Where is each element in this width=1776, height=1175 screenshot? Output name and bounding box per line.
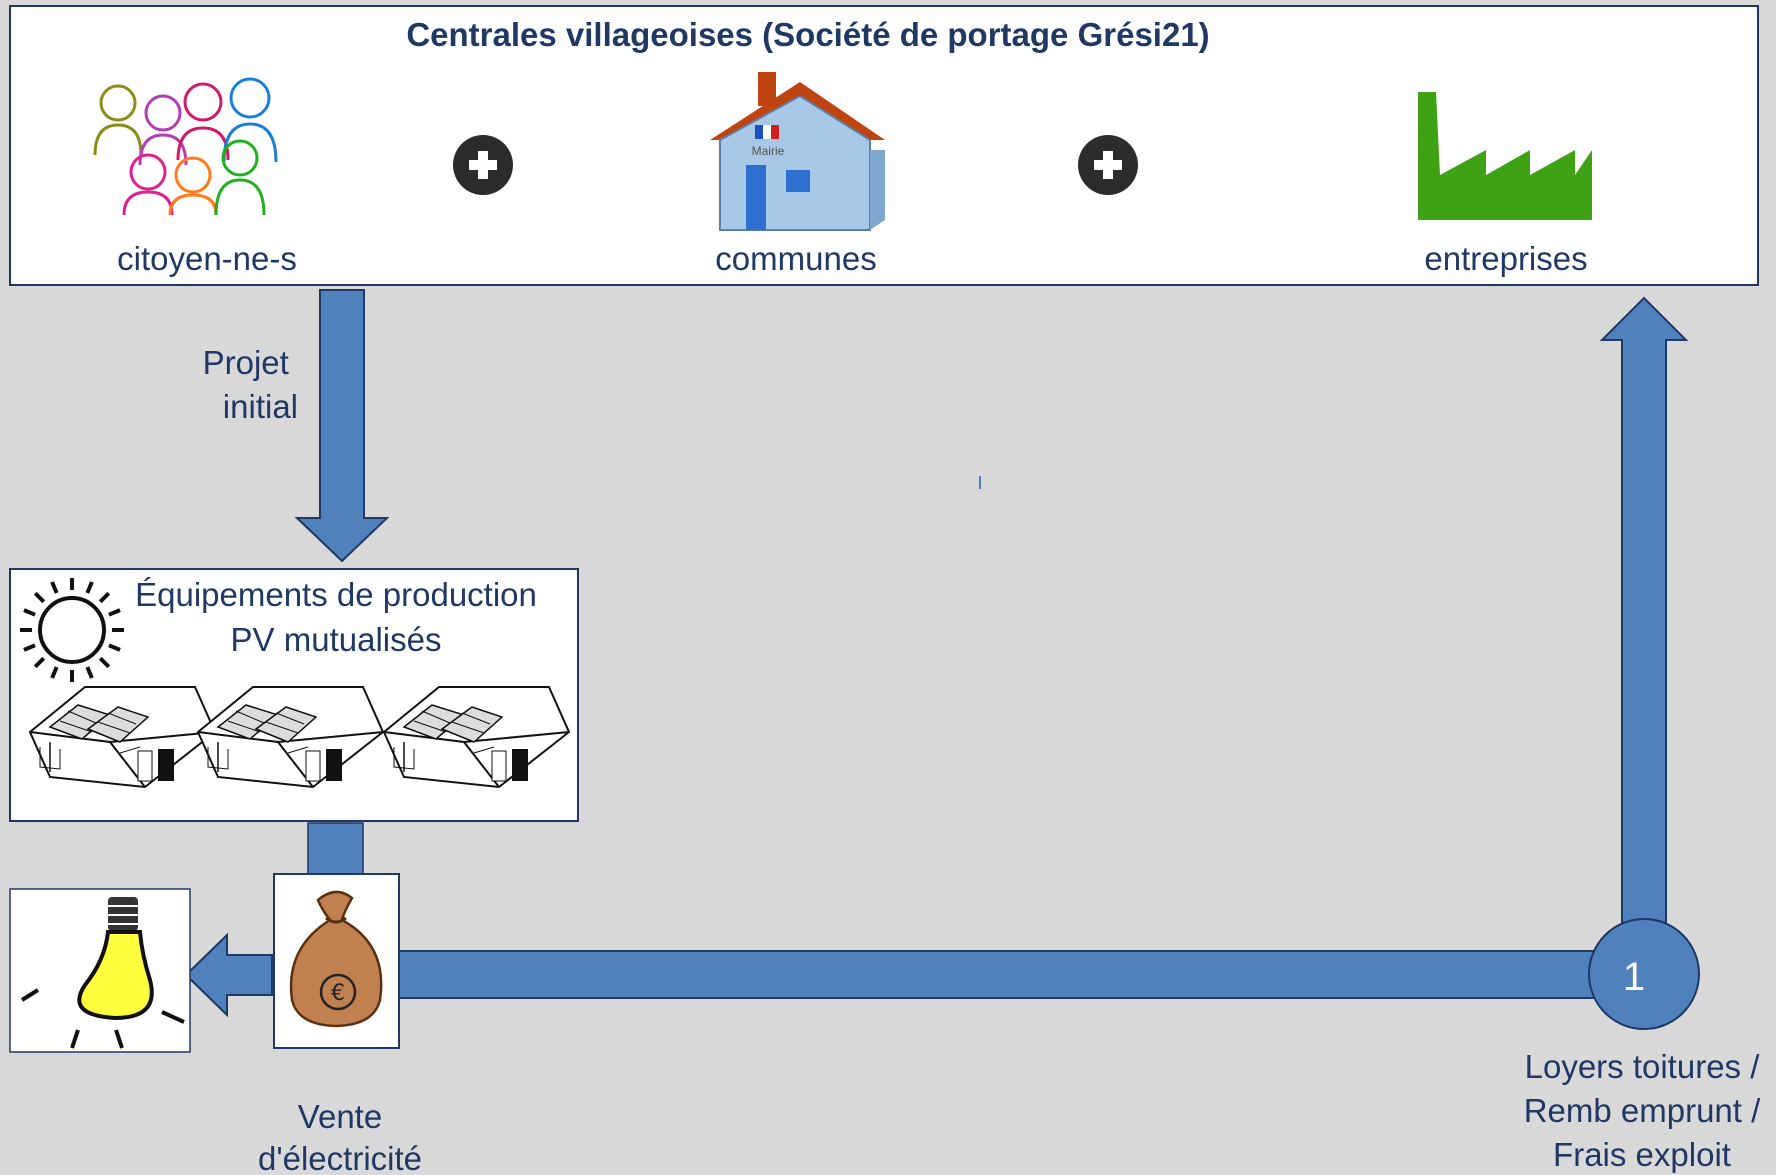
- factory-icon: [1418, 92, 1592, 220]
- town-hall-sign: Mairie: [752, 144, 785, 158]
- town-hall-icon: Mairie: [710, 72, 885, 231]
- svg-text:€: €: [331, 981, 345, 1006]
- sale-label-line1: Vente: [298, 1098, 382, 1135]
- equipment-connector: [307, 822, 364, 876]
- flow-node-number: 1: [1623, 955, 1645, 999]
- bulb-box: [9, 888, 191, 1053]
- payments-label-line2: Remb emprunt /: [1524, 1092, 1761, 1129]
- sale-label-line2: d'électricité: [258, 1140, 422, 1175]
- sun-ray: [23, 608, 36, 617]
- sun-ray: [85, 666, 94, 679]
- header-title: Centrales villageoises (Société de porta…: [406, 16, 1209, 53]
- people-icon: [93, 77, 278, 216]
- payments-arrow: [1599, 296, 1689, 926]
- member-label-communes: communes: [715, 240, 876, 277]
- sun-ray: [98, 591, 111, 604]
- member-label-entreprises: entreprises: [1424, 240, 1587, 277]
- revenue-flow-bar: [394, 950, 1596, 999]
- sun-icon: [20, 578, 124, 682]
- money-bag-icon: €: [289, 890, 383, 1028]
- sun-ray: [23, 643, 36, 652]
- sun-ray: [108, 608, 121, 617]
- partners-box: [9, 5, 1759, 286]
- sun-ray: [108, 643, 121, 652]
- equipment-title-line2: PV mutualisés: [231, 621, 442, 658]
- plus-icon: [453, 135, 513, 195]
- payments-label-line1: Loyers toitures /: [1525, 1048, 1761, 1085]
- light-bulb-icon: [20, 897, 185, 1049]
- member-label-citoyens: citoyen-ne-s: [117, 240, 297, 277]
- equipment-title-line1: Équipements de production: [135, 576, 537, 613]
- sun-ray: [50, 581, 59, 594]
- initial-project-arrow: [294, 289, 390, 563]
- sun-ray: [98, 656, 111, 669]
- sun-ray: [33, 591, 46, 604]
- electricity-sale-arrow: [184, 932, 273, 1018]
- sun-ray: [85, 581, 94, 594]
- flow-node: [1588, 918, 1700, 1030]
- payments-label-line3: Frais exploit: [1553, 1136, 1731, 1173]
- sun-ray: [50, 666, 59, 679]
- plus-icon: [1078, 135, 1138, 195]
- sun-ray: [33, 656, 46, 669]
- initial-project-label: Projet initial: [203, 344, 298, 425]
